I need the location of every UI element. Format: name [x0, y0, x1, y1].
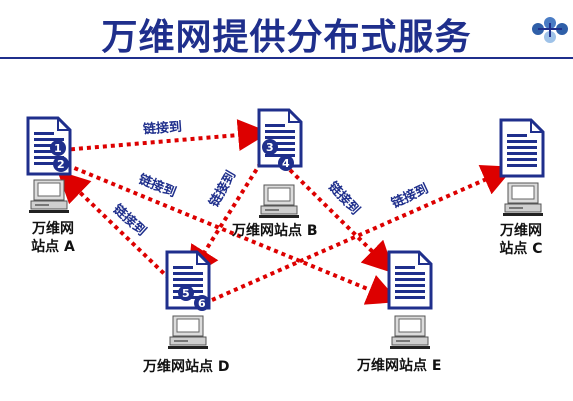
computer-icon: [258, 184, 300, 219]
site-e: [387, 250, 433, 350]
site-a-label-line2: 站点 A: [31, 239, 75, 255]
page-title: 万维网提供分布式服务: [101, 17, 472, 58]
svg-text:3: 3: [266, 141, 274, 154]
svg-text:1: 1: [54, 142, 62, 155]
computer-icon: [389, 315, 431, 350]
site-c-label-line1: 万维网: [500, 223, 542, 239]
site-c-label: 万维网 站点 C: [494, 222, 548, 258]
arrow-6-to-c: [211, 165, 515, 302]
badge-1: 1: [50, 140, 66, 156]
badge-2: 2: [53, 156, 69, 172]
site-a-label-line1: 万维网: [32, 221, 74, 237]
badge-3: 3: [262, 139, 278, 155]
link-label-a-b: 链接到: [141, 119, 182, 138]
badges: 1 2 3 4 5 6: [50, 139, 294, 311]
site-e-label: 万维网站点 E: [357, 358, 442, 374]
document-icon: [499, 118, 545, 178]
svg-text:4: 4: [282, 157, 290, 170]
link-arrows: [57, 119, 515, 305]
badge-4: 4: [278, 155, 294, 171]
svg-text:5: 5: [182, 287, 190, 300]
site-a-label: 万维网 站点 A: [26, 220, 80, 256]
badge-6: 6: [194, 295, 210, 311]
link-label-d-c: 链接到: [388, 181, 431, 212]
arrow-1-to-b: [62, 119, 270, 152]
computer-icon: [28, 179, 70, 214]
arrow-3-to-d: [187, 154, 267, 279]
site-d-label: 万维网站点 D: [143, 359, 230, 375]
computer-icon: [502, 182, 544, 217]
svg-text:6: 6: [198, 297, 206, 310]
link-label-d-a: 链接到: [109, 201, 149, 240]
document-icon: [257, 108, 303, 168]
arrow-2-to-e: [66, 163, 400, 305]
computer-icon: [167, 315, 209, 350]
site-c-label-line2: 站点 C: [499, 241, 543, 257]
arrow-d-to-a: [57, 170, 183, 292]
site-b-label: 万维网站点 B: [232, 223, 318, 239]
site-c: [499, 118, 545, 217]
document-icon: [387, 250, 433, 310]
network-logo-icon: [532, 17, 568, 43]
badge-5: 5: [178, 285, 194, 301]
svg-text:2: 2: [57, 158, 65, 171]
title-divider: [0, 57, 573, 59]
